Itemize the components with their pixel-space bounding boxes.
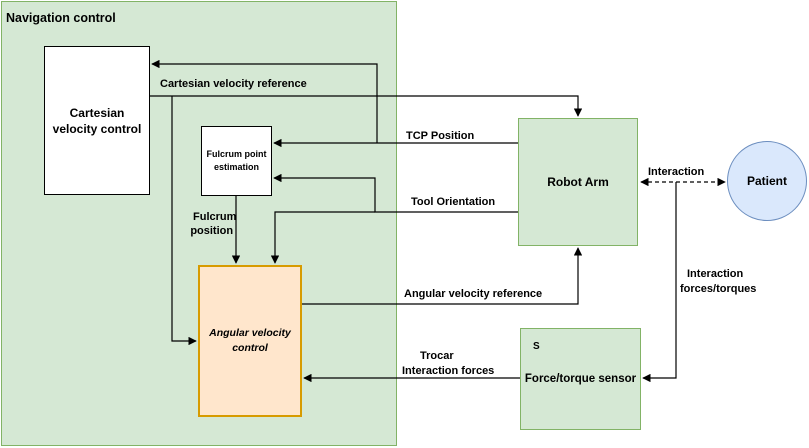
label-trocar: Trocar Interaction forces (402, 349, 494, 379)
label-angular-ref: Angular velocity reference (404, 288, 543, 300)
label-interaction-forces-line1: Interaction (687, 268, 744, 280)
label-tcp: TCP Position (406, 130, 475, 142)
force-torque-sensor-node: Force/torque sensor (520, 328, 641, 430)
label-tool: Tool Orientation (411, 196, 496, 208)
edge-cartesian-ref (150, 95, 583, 117)
label-fulcrum-position-line2: position (190, 225, 234, 237)
sensor-mark: S (533, 341, 540, 352)
label-interaction: Interaction (648, 166, 705, 178)
region-title: Navigation control (6, 11, 116, 25)
label-trocar-line1: Trocar (420, 350, 454, 362)
label-interaction-forces: Interaction forces/torques (680, 267, 756, 297)
robot-arm-node: Robot Arm (518, 118, 638, 246)
patient-node: Patient (727, 141, 807, 221)
edge-tool-angular (270, 211, 375, 264)
label-interaction-forces-line2: forces/torques (680, 283, 757, 295)
label-fulcrum-position: Fulcrum position (187, 210, 236, 238)
edge-tcp-cartesian (151, 59, 378, 143)
label-fulcrum-position-line1: Fulcrum (193, 211, 237, 223)
edge-tool-fulcrum (273, 173, 518, 213)
edge-interaction-forces (642, 182, 677, 383)
label-trocar-line2: Interaction forces (402, 365, 495, 377)
fulcrum-estimation-node: Fulcrum point estimation (201, 126, 272, 196)
edge-angular-ref (302, 247, 583, 305)
label-cartesian-ref: Cartesian velocity reference (160, 78, 307, 90)
edge-cartesian-to-angular (171, 96, 197, 346)
cartesian-velocity-control-node: Cartesian velocity control (44, 46, 150, 195)
angular-velocity-control-node: Angular velocity control (198, 265, 302, 417)
